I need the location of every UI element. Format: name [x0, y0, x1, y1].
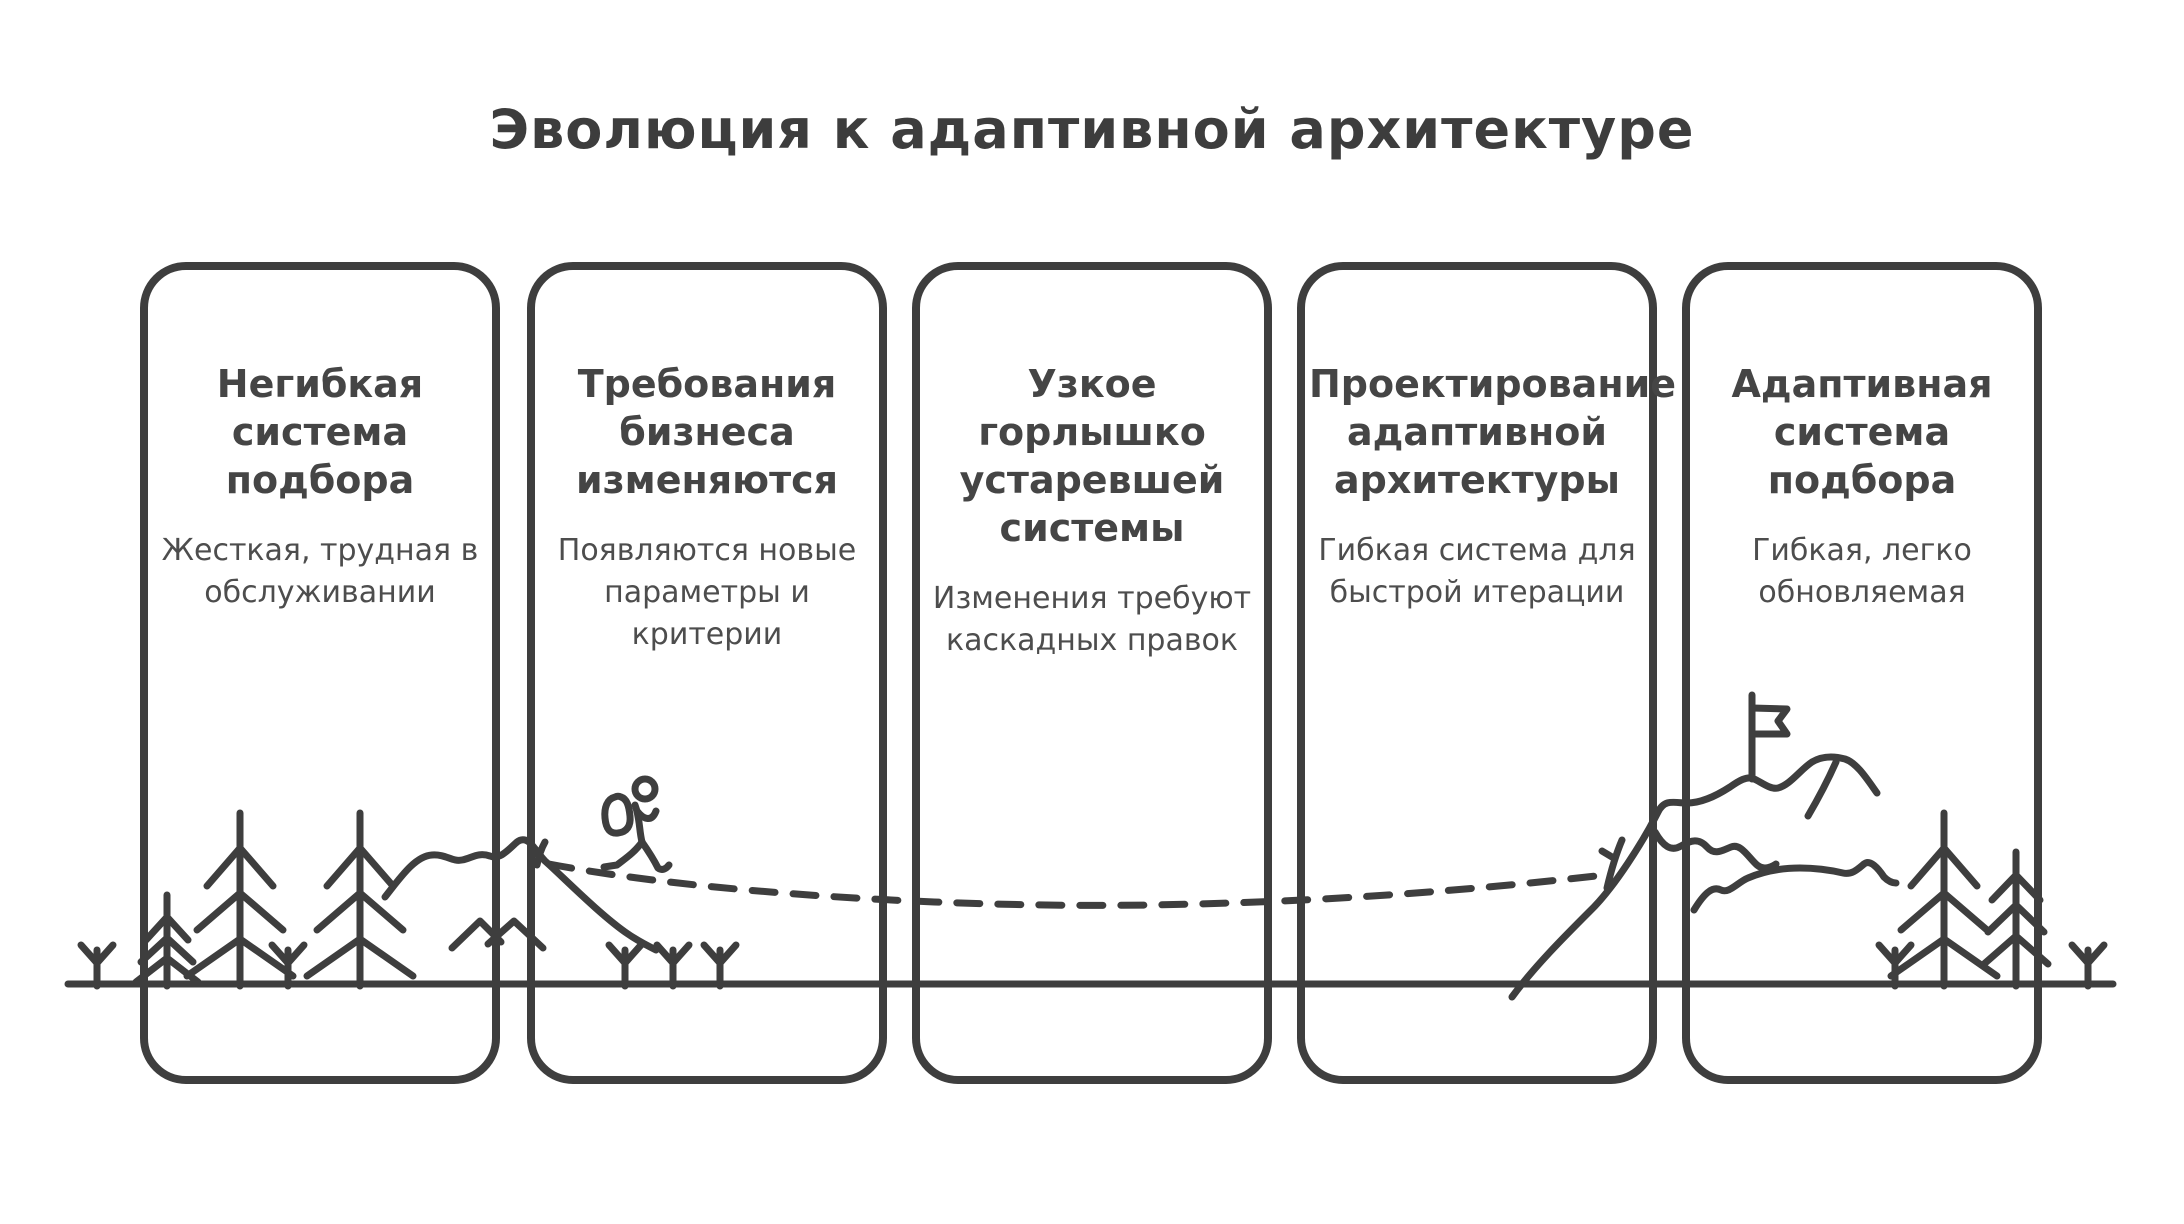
card-business-requirements: Требования бизнеса изменяются Появляются…: [527, 262, 887, 1084]
card-bottleneck: Узкое горлышко устаревшей системы Измене…: [912, 262, 1272, 1084]
card-description: Гибкая, легко обновляемая: [1752, 533, 1972, 610]
card-description: Появляются новые параметры и критерии: [557, 533, 857, 652]
card-adaptive-design: Проектирование адаптивной архитектуры Ги…: [1297, 262, 1676, 1084]
sapling: [2068, 941, 2108, 990]
card-title: Требования бизнеса изменяются: [575, 362, 839, 502]
sapling: [77, 941, 117, 990]
card-title: Негибкая система подбора: [216, 362, 424, 502]
card-title: Адаптивная система подбора: [1731, 362, 1993, 502]
card-description: Изменения требуют каскадных правок: [932, 581, 1252, 658]
card-rigid-system: Негибкая система подбора Жесткая, трудна…: [140, 262, 500, 1084]
card-description: Гибкая система для быстрой итерации: [1318, 533, 1636, 610]
card-title: Проектирование адаптивной архитектуры: [1309, 362, 1676, 502]
card-title: Узкое горлышко устаревшей системы: [959, 362, 1225, 550]
card-adaptive-system: Адаптивная система подбора Гибкая, легко…: [1682, 262, 2042, 1084]
card-description: Жесткая, трудная в обслуживании: [161, 533, 479, 610]
page-title: Эволюция к адаптивной архитектуре: [489, 98, 1695, 161]
